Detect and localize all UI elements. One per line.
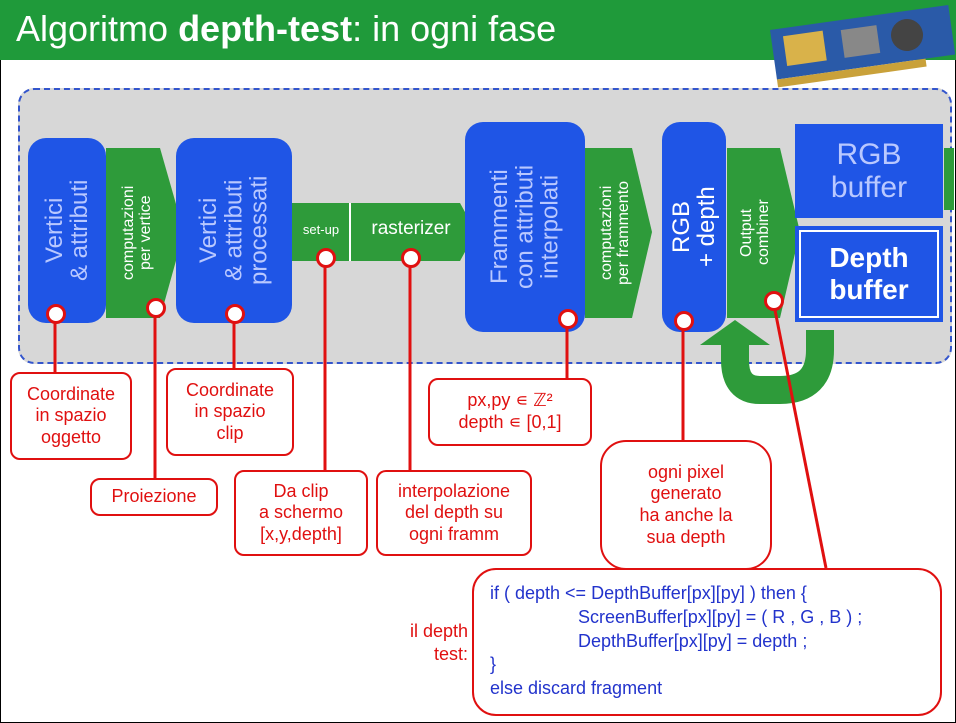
setup-rasterizer-arrow	[292, 203, 476, 261]
page-title: Algoritmo depth-test: in ogni fase	[16, 8, 556, 50]
pin-rgb-depth	[674, 311, 694, 331]
pin-rasterizer	[401, 248, 421, 268]
title-prefix: Algoritmo	[16, 8, 179, 49]
code-line-depth: DepthBuffer[px][py] = depth ;	[578, 630, 808, 651]
depth-test-code-box: if ( depth <= DepthBuffer[px][py] ) then…	[472, 568, 942, 716]
computazioni-vertice-arrow	[106, 148, 184, 318]
feedback-arrowhead	[700, 320, 770, 345]
pin-frammenti	[558, 309, 578, 329]
pin-computazioni-vertice	[146, 298, 166, 318]
callout-proiezione: Proiezione	[90, 478, 218, 516]
code-line-else: else discard fragment	[490, 678, 663, 698]
pin-output-combiner	[764, 291, 784, 311]
title-bold: depth-test	[178, 8, 353, 49]
computazioni-frammento-arrow	[585, 148, 652, 318]
feedback-arrow	[721, 330, 834, 404]
pin-vertici-processati	[225, 304, 245, 324]
code-line-close: }	[490, 654, 497, 675]
output-combiner-arrow	[727, 148, 800, 318]
pin-setup	[316, 248, 336, 268]
setup-label: set-up	[302, 222, 340, 237]
pin-vertici	[46, 304, 66, 324]
edge-arrow	[944, 148, 954, 210]
code-line-if: if ( depth <= DepthBuffer[px][py] ) then…	[490, 583, 807, 603]
rasterizer-label: rasterizer	[371, 218, 451, 239]
code-line-screen: ScreenBuffer[px][py] = ( R , G , B ) ;	[578, 606, 863, 627]
title-suffix: : in ogni fase	[352, 8, 557, 49]
